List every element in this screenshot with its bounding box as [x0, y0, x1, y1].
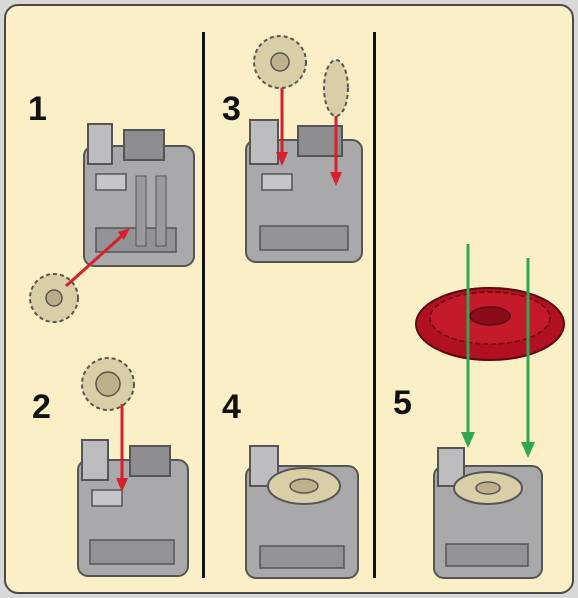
motor-housing-icon — [246, 446, 358, 578]
arrow-icon — [116, 404, 128, 492]
step-number-3: 3 — [222, 92, 241, 126]
motor-housing-icon — [78, 440, 188, 576]
step-3-illustration — [240, 30, 370, 270]
motor-housing-icon — [84, 124, 194, 266]
step-number-2: 2 — [32, 390, 51, 424]
small-gear-icon-side — [324, 60, 348, 116]
column-divider-1 — [202, 32, 205, 578]
small-gear-icon — [254, 36, 306, 88]
step-1-illustration — [26, 116, 196, 326]
motor-housing-icon — [434, 448, 542, 578]
motor-housing-icon — [246, 120, 362, 262]
step-number-4: 4 — [222, 390, 241, 424]
instruction-panel: 1 2 3 4 5 — [4, 4, 574, 594]
step-4-illustration — [242, 446, 366, 586]
small-gear-icon — [82, 358, 134, 410]
step-5-illustration — [410, 238, 560, 588]
column-divider-2 — [373, 32, 376, 578]
step-2-illustration — [72, 350, 202, 586]
large-red-gear-icon — [416, 288, 564, 360]
